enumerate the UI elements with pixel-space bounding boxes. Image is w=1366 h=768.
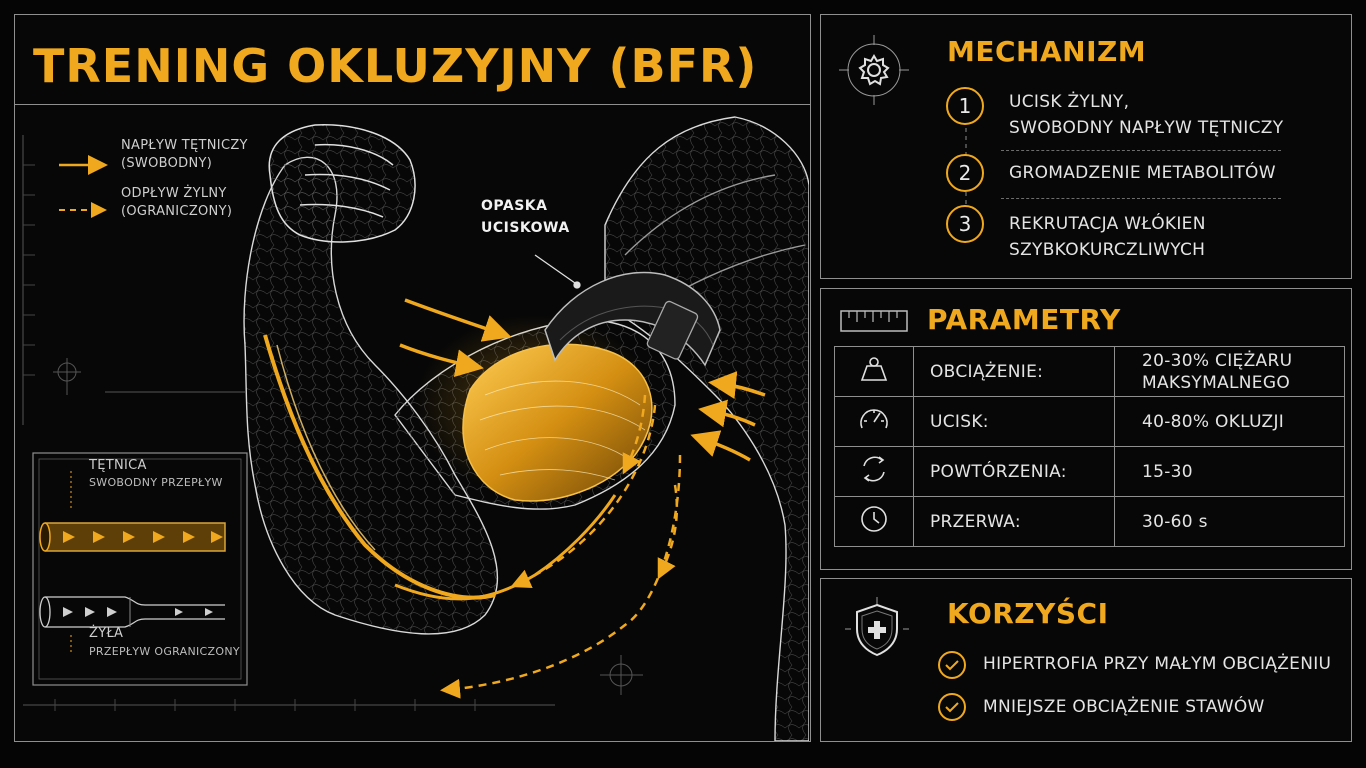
artery-title: TĘTNICA <box>89 458 147 473</box>
artery-tube <box>39 522 226 552</box>
table-cell-value: 30-60 s <box>1114 496 1345 547</box>
benefit-item-2: MNIEJSZE OBCIĄŻENIE STAWÓW <box>983 697 1265 717</box>
legend-arterial-sub: (SWOBODNY) <box>121 156 213 171</box>
fist <box>268 124 416 243</box>
vein-title: ŻYŁA <box>89 626 124 641</box>
parameters-panel: PARAMETRY OBCIĄŻENIE: 20-30% CIĘŻARU MAK… <box>820 288 1352 570</box>
table-cell-icon <box>834 346 914 397</box>
gauge-icon <box>860 409 888 429</box>
table-cell-icon <box>834 396 914 447</box>
benefit-item-1: HIPERTROFIA PRZY MAŁYM OBCIĄŻENIU <box>983 654 1332 674</box>
artery-subtitle: SWOBODNY PRZEPŁYW <box>89 476 223 489</box>
venous-flow-arrows <box>440 394 682 699</box>
shield-plus-icon <box>845 597 909 657</box>
mechanism-item-3-line1: REKRUTACJA WŁÓKIEN <box>1009 214 1206 234</box>
value-line1: 20-30% CIĘŻARU <box>1142 350 1293 371</box>
legend-venous: ODPŁYW ŻYLNY (OGRANICZONY) <box>121 185 232 221</box>
check-icon <box>938 693 966 721</box>
mechanism-number-1: 1 <box>946 87 984 125</box>
arterial-flow-arrows <box>399 298 766 462</box>
flow-inset <box>32 452 248 686</box>
table-cell-value: 40-80% OKLUZJI <box>1114 396 1345 447</box>
mechanism-item-3: REKRUTACJA WŁÓKIEN SZYBKOKURCZLIWYCH <box>1009 211 1206 263</box>
mechanism-title: MECHANIZM <box>947 35 1147 68</box>
table-row: POWTÓRZENIA: 15-30 <box>834 446 1345 497</box>
parameters-title: PARAMETRY <box>927 303 1121 336</box>
table-cell-icon <box>834 446 914 497</box>
clock-icon <box>861 506 887 532</box>
title-bar: TRENING OKLUZYJNY (BFR) <box>15 15 810 105</box>
arm-illustration <box>22 116 809 741</box>
benefits-title: KORZYŚCI <box>947 597 1109 630</box>
legend-venous-label: ODPŁYW ŻYLNY <box>121 186 227 201</box>
ruler-icon <box>840 310 908 332</box>
table-cell-value: 15-30 <box>1114 446 1345 497</box>
page-title: TRENING OKLUZYJNY (BFR) <box>33 39 758 93</box>
value-line2: MAKSYMALNEGO <box>1142 372 1291 393</box>
parameters-table: OBCIĄŻENIE: 20-30% CIĘŻARU MAKSYMALNEGO … <box>834 346 1345 547</box>
legend-arterial: NAPŁYW TĘTNICZY (SWOBODNY) <box>121 137 248 173</box>
mechanism-item-2: GROMADZENIE METABOLITÓW <box>1009 160 1276 186</box>
table-row: UCISK: 40-80% OKLUZJI <box>834 396 1345 447</box>
benefits-panel: KORZYŚCI HIPERTROFIA PRZY MAŁYM OBCIĄŻEN… <box>820 578 1352 742</box>
vein-tube <box>39 596 225 628</box>
legend-venous-sub: (OGRANICZONY) <box>121 204 233 219</box>
divider <box>1001 150 1281 151</box>
table-cell-label: PRZERWA: <box>913 496 1115 547</box>
mechanism-number-3: 3 <box>946 205 984 243</box>
weight-icon <box>860 357 888 381</box>
table-cell-label: UCISK: <box>913 396 1115 447</box>
repeat-icon <box>863 456 885 482</box>
tourniquet-band <box>544 271 721 367</box>
mechanism-item-1-line2: SWOBODNY NAPŁYW TĘTNICZY <box>1009 118 1284 138</box>
mechanism-item-1: UCISK ŻYLNY, SWOBODNY NAPŁYW TĘTNICZY <box>1009 89 1283 141</box>
band-label-line1: OPASKA <box>481 198 548 214</box>
mechanism-item-3-line2: SZYBKOKURCZLIWYCH <box>1009 240 1206 260</box>
illustration-panel: TRENING OKLUZYJNY (BFR) <box>14 14 811 742</box>
ruler-lines <box>22 135 643 711</box>
table-cell-value: 20-30% CIĘŻARU MAKSYMALNEGO <box>1114 346 1345 397</box>
band-label-line2: UCISKOWA <box>481 220 570 236</box>
mechanism-item-2-line1: GROMADZENIE METABOLITÓW <box>1009 163 1276 183</box>
legend-arterial-label: NAPŁYW TĘTNICZY <box>121 138 248 153</box>
table-row: OBCIĄŻENIE: 20-30% CIĘŻARU MAKSYMALNEGO <box>834 346 1345 397</box>
table-cell-label: POWTÓRZENIA: <box>913 446 1115 497</box>
band-label-pointer <box>534 254 581 289</box>
table-cell-icon <box>834 496 914 547</box>
band-label: OPASKA UCISKOWA <box>481 195 570 239</box>
mechanism-panel: MECHANIZM 1 UCISK ŻYLNY, SWOBODNY NAPŁYW… <box>820 14 1352 279</box>
mechanism-number-2: 2 <box>946 154 984 192</box>
table-row: PRZERWA: 30-60 s <box>834 496 1345 547</box>
divider <box>1001 198 1281 199</box>
table-cell-label: OBCIĄŻENIE: <box>913 346 1115 397</box>
vein-subtitle: PRZEPŁYW OGRANICZONY <box>89 645 240 658</box>
check-icon <box>938 651 966 679</box>
mechanism-item-1-line1: UCISK ŻYLNY, <box>1009 92 1130 112</box>
gear-icon <box>839 35 909 105</box>
